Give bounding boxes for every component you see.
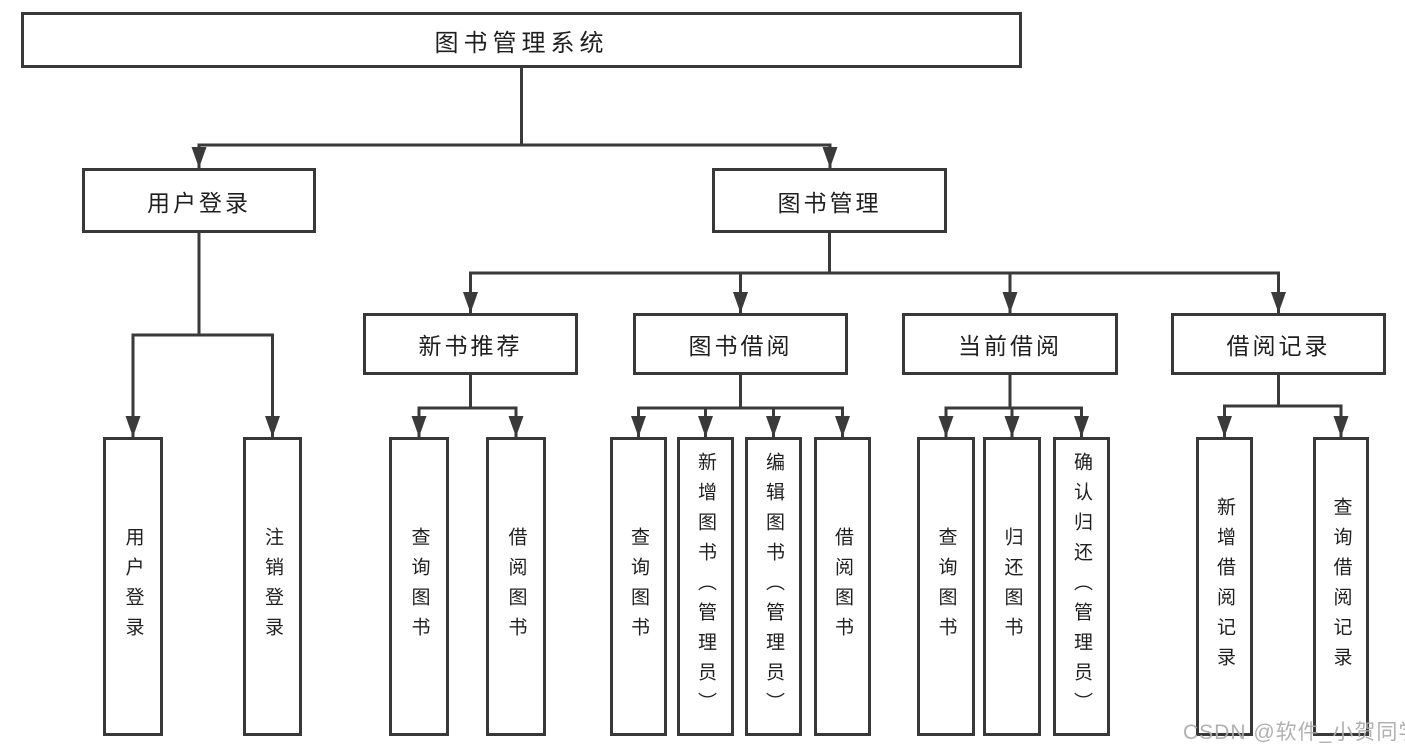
node-confirm-return-admin: 确认归还（管理员） (1053, 437, 1110, 736)
node-return-books: 归还图书 (983, 437, 1041, 736)
node-query-borrow-record: 查询借阅记录 (1313, 437, 1369, 736)
node-new-book-recommend: 新书推荐 (363, 313, 578, 375)
node-user-login-leaf: 用户登录 (103, 437, 163, 736)
node-book-borrow: 图书借阅 (633, 313, 848, 375)
connector-bookmgmt-records (828, 271, 1286, 315)
node-edit-books-admin: 编辑图书（管理员） (745, 437, 802, 736)
connector-bookmgmt-current (828, 271, 1018, 315)
node-book-management: 图书管理 (712, 168, 947, 233)
connector-borrow-query (631, 406, 742, 439)
node-query-books-recommend: 查询图书 (389, 437, 449, 736)
connector-borrow-edit (739, 406, 781, 439)
connector-current-return (1004, 406, 1020, 439)
node-add-books-admin: 新增图书（管理员） (677, 437, 734, 736)
connector-bookmgmt-borrow (733, 271, 831, 315)
connector-userlogin-login (125, 333, 201, 439)
node-query-books-current: 查询图书 (917, 437, 975, 736)
connector-recommend-borrow (469, 406, 524, 439)
connector-borrow-borrow (739, 406, 850, 439)
connector-current-confirm (1008, 406, 1089, 439)
connector-root-userlogin (191, 143, 523, 170)
node-borrow-books-recommend: 借阅图书 (486, 437, 546, 736)
watermark: CSDN @软件_小贺同学 (1183, 721, 1405, 744)
node-borrow-records: 借阅记录 (1171, 313, 1386, 375)
node-query-books-borrow: 查询图书 (610, 437, 667, 736)
connector-recommend-query (411, 406, 472, 439)
connector-records-add (1217, 404, 1280, 439)
node-current-borrow: 当前借阅 (902, 313, 1118, 375)
connector-borrow-add (698, 406, 742, 439)
connector-records-query (1277, 404, 1349, 439)
connector-current-query (938, 406, 1012, 439)
node-logout-leaf: 注销登录 (243, 437, 302, 736)
node-user-login: 用户登录 (82, 168, 316, 233)
connector-root-bookmgmt (520, 143, 838, 170)
connector-userlogin-logout (197, 333, 280, 439)
connector-bookmgmt-recommend (463, 271, 831, 315)
node-borrow-books-leaf: 借阅图书 (814, 437, 871, 736)
node-library-system: 图书管理系统 (21, 12, 1022, 68)
node-add-borrow-record: 新增借阅记录 (1196, 437, 1253, 736)
